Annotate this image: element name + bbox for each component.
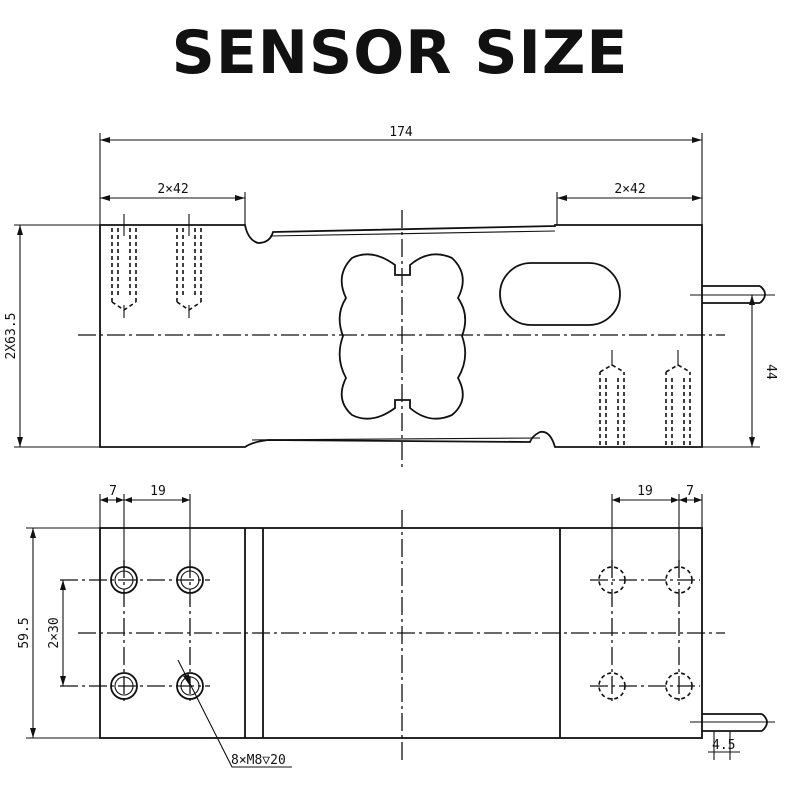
load-cell-body-outline (99, 224, 703, 448)
top-groove-line (269, 230, 556, 237)
height-label: 2X63.5 (4, 313, 19, 360)
oval-slot (499, 262, 621, 326)
hole-pitch-left-label: 19 (150, 484, 166, 499)
row-spacing-label: 2×30 (47, 617, 62, 648)
hole-spacing-left-dimension (100, 192, 246, 225)
row-spacing-dimension (60, 580, 66, 686)
right-threaded-holes (599, 350, 691, 445)
overall-length-label: 174 (389, 125, 413, 140)
left-mounting-holes (110, 566, 204, 700)
hole-spacing-right-dimension (556, 192, 702, 225)
left-threaded-holes (111, 214, 202, 318)
cable-height-dimension (702, 295, 760, 448)
right-hole-offset-dimensions (611, 494, 703, 570)
height-dimension (14, 224, 100, 448)
thread-callout-leader (177, 659, 292, 768)
edge-offset-right-label: 7 (686, 484, 694, 499)
right-mounting-holes (598, 566, 693, 700)
width-dimension (26, 527, 100, 739)
edge-offset-left-label: 7 (109, 484, 117, 499)
cable-stub-top (690, 285, 775, 304)
hole-pitch-right-label: 19 (637, 484, 653, 499)
cable-height-label: 44 (763, 364, 778, 380)
side-view: 174 2×42 2×42 2X63.5 44 (4, 125, 778, 470)
hole-spacing-right-label: 2×42 (614, 182, 645, 197)
thread-callout-label: 8×M8▽20 (231, 753, 286, 768)
hole-column-lines (123, 560, 680, 705)
strain-cutout (338, 253, 467, 420)
page-title: SENSOR SIZE (171, 18, 629, 88)
cable-offset-label: 4.5 (712, 738, 735, 753)
cable-stub-bottom (690, 713, 775, 732)
bottom-groove-line (251, 437, 541, 441)
hole-spacing-left-label: 2×42 (157, 182, 188, 197)
width-label: 59.5 (17, 617, 32, 648)
hole-row-lines (60, 579, 700, 687)
left-hole-offset-dimensions (99, 494, 191, 570)
cable-offset-dimension (708, 731, 740, 760)
overall-length-dimension (99, 133, 703, 225)
plan-view: 7 19 19 7 59.5 2×30 8 (17, 484, 775, 768)
